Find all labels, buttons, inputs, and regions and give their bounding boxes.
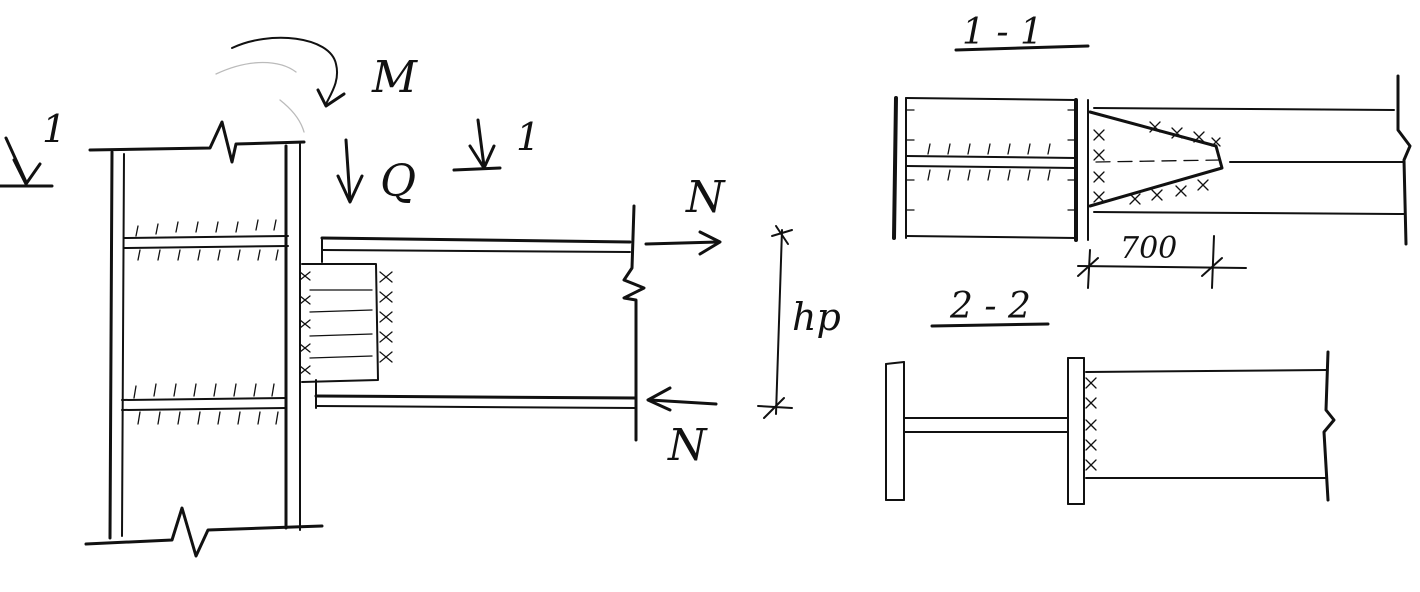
force-label-top: N — [685, 172, 726, 223]
shear-label: Q — [380, 156, 416, 207]
column — [84, 120, 324, 558]
force-label-bottom: N — [667, 420, 708, 471]
main-elevation: M Q 1 1 N N hp — [0, 36, 841, 558]
moment-label: M — [371, 52, 418, 103]
section-arrow-right — [452, 118, 502, 172]
force-arrow-top — [644, 230, 722, 256]
moment-arrow — [215, 36, 346, 133]
section-2-2: 2 - 2 — [885, 286, 1336, 505]
dimension-700: 700 — [1120, 231, 1177, 266]
section-2-2-title: 2 - 2 — [949, 286, 1031, 327]
section-arrow-left — [0, 136, 54, 188]
section-1-1: 1 - 1 700 — [892, 12, 1412, 289]
section-mark-right: 1 — [516, 115, 540, 159]
section-mark-left: 1 — [42, 107, 66, 151]
connection-plate — [299, 263, 393, 383]
force-arrow-bottom — [646, 386, 718, 412]
height-label: hp — [792, 295, 841, 339]
height-dimension — [757, 225, 793, 419]
shear-arrow — [336, 138, 364, 204]
section-1-1-title: 1 - 1 — [962, 12, 1043, 53]
beam — [314, 204, 646, 442]
stiffener-weld-ticks — [133, 219, 279, 425]
